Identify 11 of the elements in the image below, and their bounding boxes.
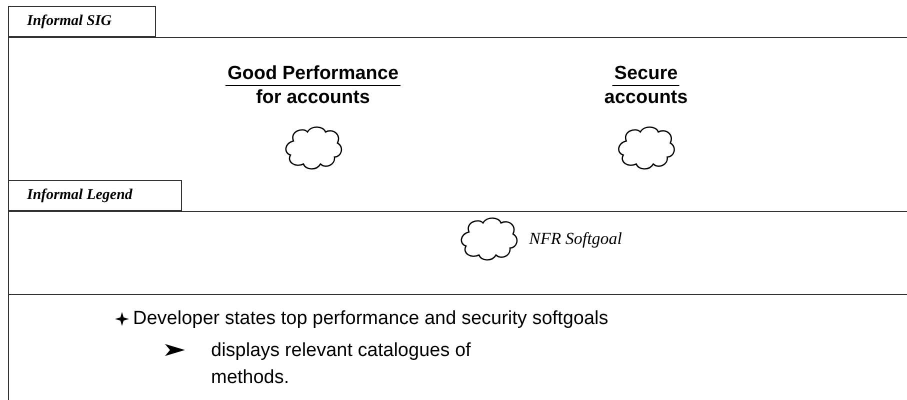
bullet-text: Developer states top performance and security softgoals: [133, 307, 610, 331]
softgoal-topic: for accounts: [256, 86, 370, 109]
panel-tab: Informal SIG: [9, 6, 156, 37]
softgoal-topic: accounts: [604, 86, 688, 109]
panel-tab: Informal Legend: [9, 180, 182, 211]
legend-text: NFR Softgoal: [529, 229, 622, 249]
panel-frame: [8, 180, 907, 295]
bullet-text: displays relevant catalogues of methods.: [211, 339, 472, 390]
softgoal-type: Secure: [612, 62, 680, 86]
softgoal-type: Good Performance: [225, 62, 401, 86]
panel-frame: [8, 6, 907, 180]
